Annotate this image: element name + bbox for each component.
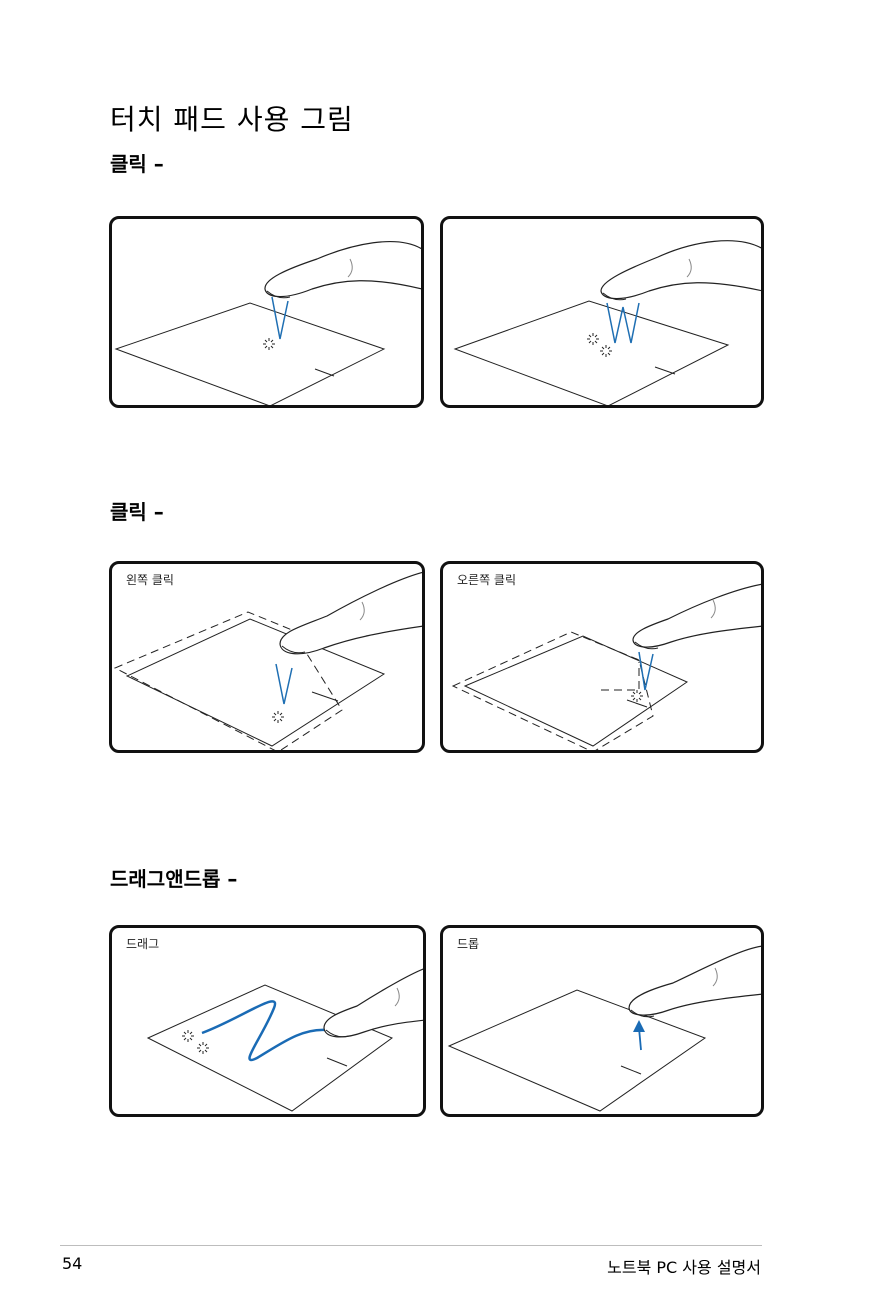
manual-title: 노트북 PC 사용 설명서 — [607, 1258, 761, 1277]
finger-icon — [600, 240, 761, 300]
page-title: 터치 패드 사용 그림 — [110, 103, 354, 136]
illustration-double-tap — [453, 240, 761, 405]
section-tap-heading: 클릭 – — [110, 152, 164, 176]
tap-burst-icon — [182, 1030, 194, 1042]
illustration-left-click — [113, 571, 422, 750]
finger-icon — [632, 583, 761, 648]
touchpad-outline — [146, 984, 394, 1112]
touchpad-outline — [114, 302, 386, 405]
panel-label-drag: 드래그 — [126, 937, 160, 951]
tap-burst-icon — [263, 338, 275, 350]
touchpad-outline — [453, 300, 730, 405]
tap-burst-icon — [631, 690, 643, 702]
illustration-drag — [146, 968, 423, 1112]
tap-burst-icon — [272, 711, 284, 723]
tap-burst-icon — [600, 345, 612, 357]
section-drag-drop-heading: 드래그앤드롭 – — [110, 867, 238, 891]
right-button-zone — [451, 631, 654, 750]
left-button-zone — [113, 611, 343, 750]
double-tap-motion-icon — [606, 302, 640, 344]
illustration-right-click — [451, 583, 761, 750]
lift-arrow-icon — [633, 1020, 645, 1032]
page-number: 54 — [62, 1254, 83, 1273]
panel-drop: 드롭 — [440, 925, 764, 1117]
panel-right-click: 오른쪽 클릭 — [440, 561, 764, 753]
panel-label-right-click: 오른쪽 클릭 — [457, 573, 517, 587]
tap-burst-icon — [587, 333, 599, 345]
tap-motion-icon — [271, 296, 289, 340]
finger-icon — [264, 240, 421, 298]
illustration-drop — [447, 945, 761, 1112]
touchpad-outline — [125, 618, 386, 747]
panel-drag: 드래그 — [109, 925, 426, 1117]
touchpad-outline — [463, 635, 689, 747]
panel-left-click: 왼쪽 클릭 — [109, 561, 425, 753]
finger-icon — [628, 945, 761, 1016]
panel-label-drop: 드롭 — [457, 937, 480, 951]
tap-motion-icon — [638, 651, 654, 691]
panel-double-tap — [440, 216, 764, 408]
section-click-heading: 클릭 – — [110, 500, 164, 524]
footer-rule — [60, 1245, 762, 1246]
tap-burst-icon — [197, 1042, 209, 1054]
drag-path-icon — [201, 1000, 328, 1062]
touchpad-outline — [447, 989, 707, 1112]
finger-icon — [279, 571, 422, 655]
tap-motion-icon — [275, 663, 293, 705]
illustration-single-tap — [114, 240, 421, 405]
panel-label-left-click: 왼쪽 클릭 — [126, 573, 174, 587]
finger-icon — [323, 968, 423, 1038]
panel-single-tap — [109, 216, 424, 408]
